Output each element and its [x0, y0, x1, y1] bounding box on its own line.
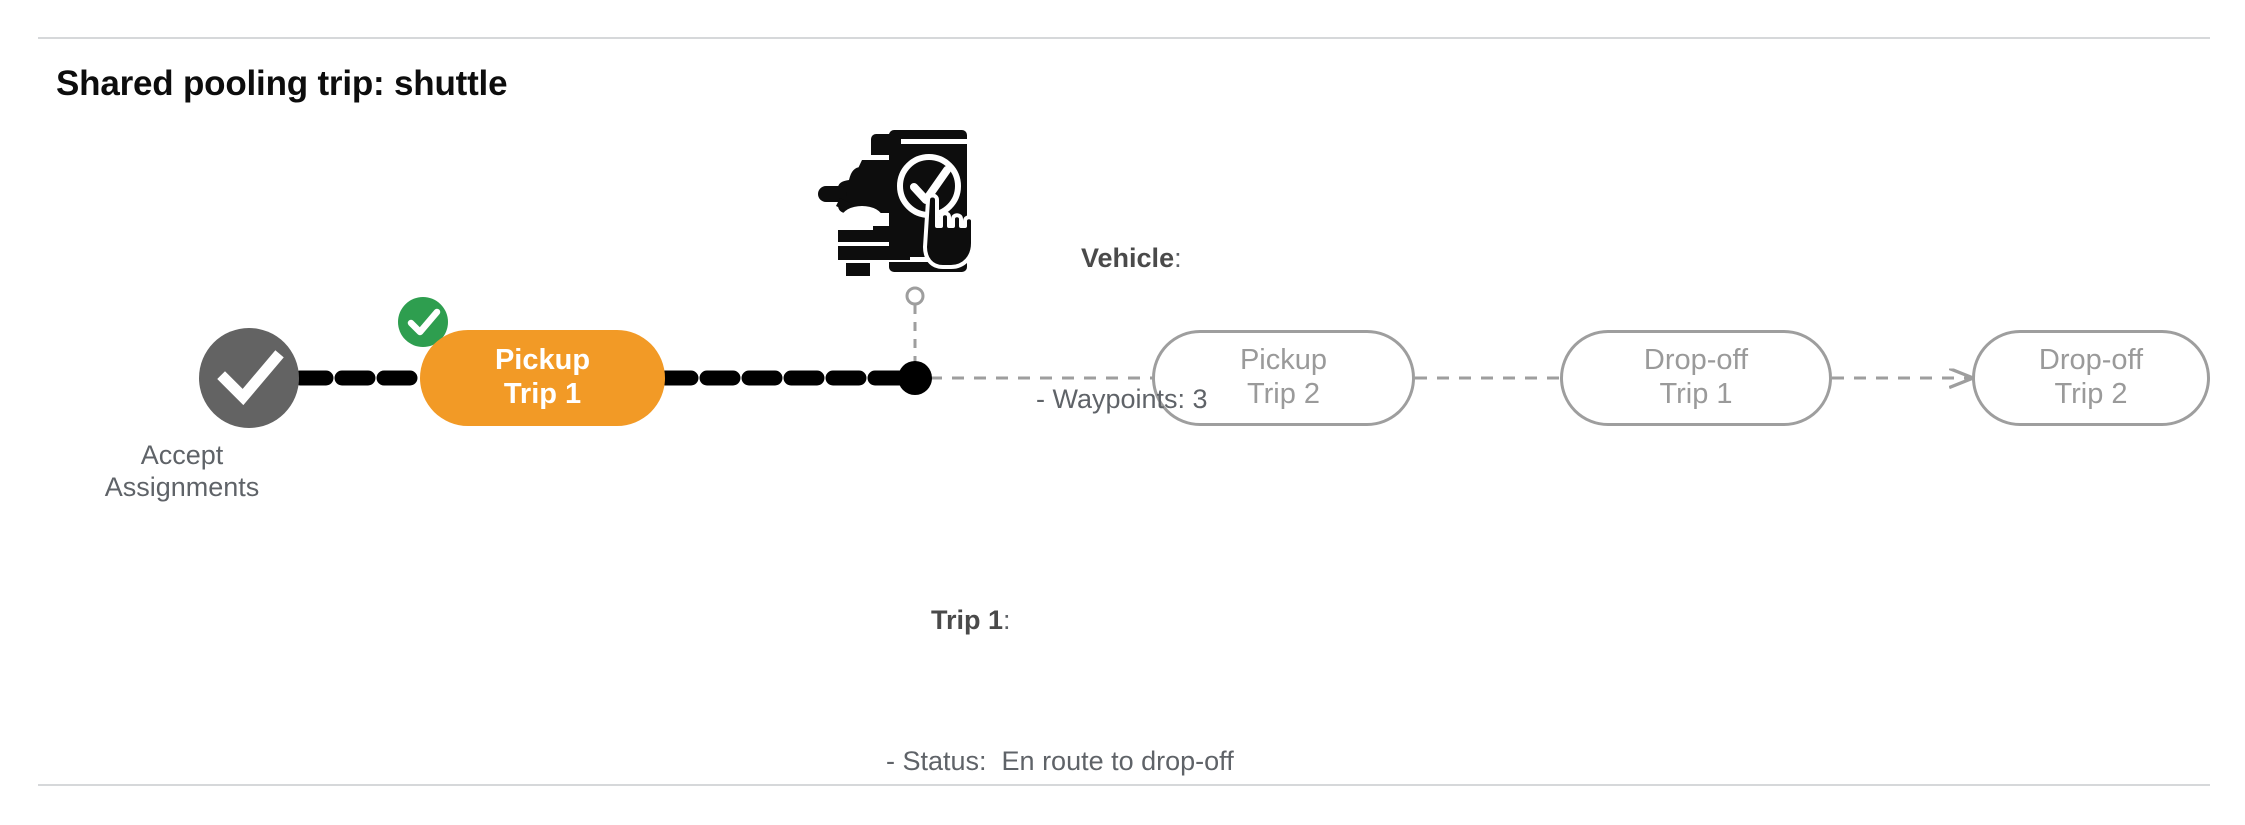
bottom-divider [38, 784, 2210, 786]
accept-assignments-node [199, 328, 299, 428]
step-node-dropoff-trip-1[interactable]: Drop-off Trip 1 [1560, 330, 1832, 426]
page-title: Shared pooling trip: shuttle [56, 64, 508, 103]
vehicle-check-icon [818, 130, 975, 276]
trips-info-caption: Trip 1: - Status: En route to drop-off -… [886, 498, 1234, 825]
vehicle-position-marker-icon [898, 286, 932, 395]
accept-assignments-label: Accept Assignments [104, 440, 260, 502]
top-divider [38, 37, 2210, 39]
step-node-pickup-trip-1[interactable]: Pickup Trip 1 [420, 330, 665, 426]
vehicle-info-caption: Vehicle: - Waypoints: 3 [1036, 136, 1208, 487]
trip-1-heading: Trip 1: [931, 605, 1011, 636]
vehicle-info-line: - Waypoints: 3 [1036, 383, 1208, 414]
step-node-pickup-trip-2[interactable]: Pickup Trip 2 [1152, 330, 1415, 426]
vehicle-info-heading: Vehicle: [1081, 243, 1182, 274]
step-node-dropoff-trip-2[interactable]: Drop-off Trip 2 [1972, 330, 2210, 426]
trip-1-status-line: - Status: En route to drop-off [886, 745, 1234, 776]
check-badge-icon [398, 297, 448, 347]
